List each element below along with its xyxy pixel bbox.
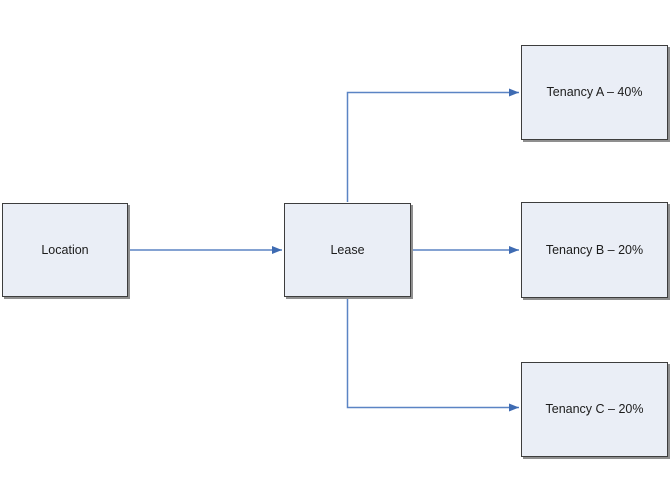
node-location: Location [2,203,128,297]
node-tenancy-b: Tenancy B – 20% [521,202,668,298]
edge-lease-to-tenancy-c [346,298,519,412]
node-lease-label: Lease [330,242,365,257]
node-tenancy-c-label: Tenancy C – 20% [545,402,644,417]
node-location-label: Location [41,242,89,257]
node-tenancy-a-label: Tenancy A – 40% [546,85,643,100]
node-tenancy-b-label: Tenancy B – 20% [545,242,644,257]
node-tenancy-c: Tenancy C – 20% [521,362,668,457]
edge-lease-to-tenancy-a [346,88,519,202]
node-lease: Lease [284,203,411,297]
node-tenancy-a: Tenancy A – 40% [521,45,668,140]
